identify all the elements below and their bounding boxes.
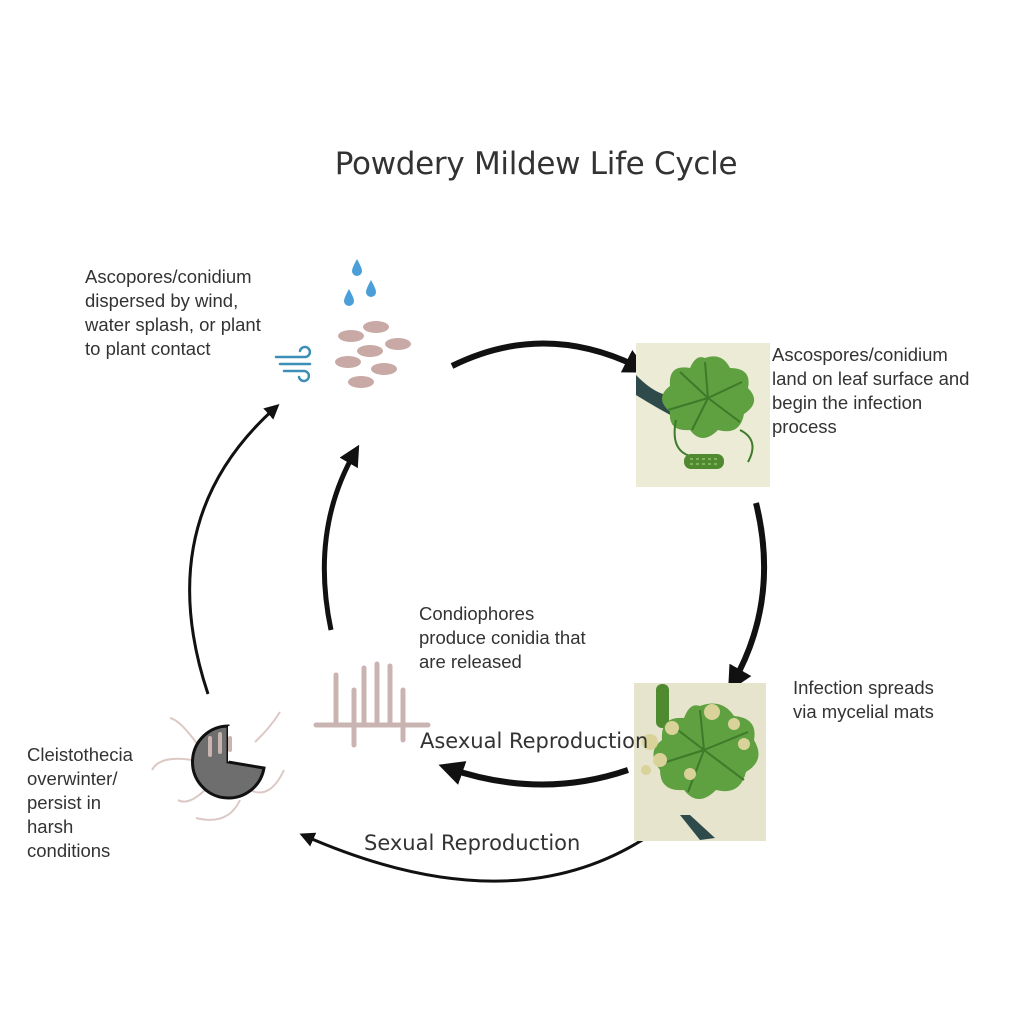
label-dispersal: Ascopores/conidium dispersed by wind, wa…	[85, 266, 261, 359]
asexual-reproduction-label: Asexual Reproduction	[420, 729, 649, 753]
healthy-leaf-illustration	[636, 343, 770, 487]
arrow-sexual-reproduction	[299, 826, 661, 883]
sexual-reproduction-label: Sexual Reproduction	[364, 831, 581, 855]
mildew-patches	[641, 704, 750, 780]
label-infection-spread: Infection spreads via mycelial mats	[793, 677, 934, 722]
spore-icon	[335, 321, 411, 388]
leaf-icon	[662, 356, 755, 438]
wind-icon	[274, 345, 312, 383]
conidiophore-icon	[313, 661, 431, 748]
arrow-dispersal-to-leaf	[450, 340, 649, 373]
arrow-leaf-to-infection	[728, 502, 768, 692]
arrow-asexual-reproduction	[438, 761, 629, 788]
cucumber-icon	[684, 454, 724, 469]
diagram-title: Powdery Mildew Life Cycle	[334, 146, 738, 182]
label-landing: Ascospores/conidium land on leaf surface…	[772, 344, 970, 437]
infected-leaf-illustration	[634, 683, 766, 841]
label-cleistothecia: Cleistothecia overwinter/ persist in har…	[27, 744, 133, 861]
arrow-conidia-to-dispersal	[321, 444, 360, 631]
arrow-cleistothecia-to-dispersal	[188, 403, 280, 695]
water-droplet-icon	[344, 259, 376, 306]
label-conidiophores: Condiophores produce conidia that are re…	[419, 603, 586, 672]
cleistothecium-icon	[151, 711, 285, 821]
